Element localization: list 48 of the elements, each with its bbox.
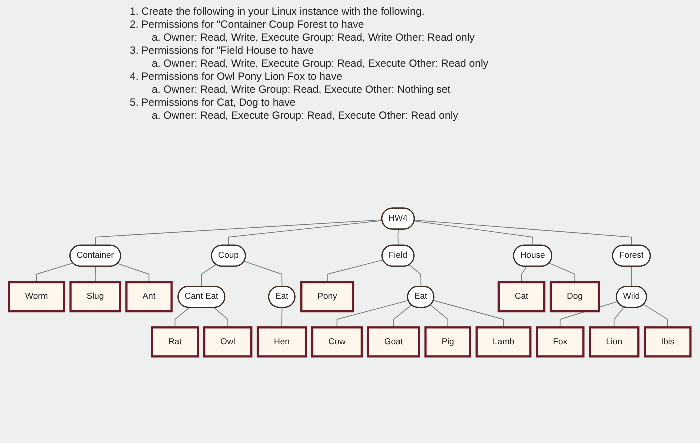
connector: [521, 266, 528, 283]
permission-detail: a. Owner: Read, Execute Group: Read, Execute Other: Read only: [151, 110, 460, 123]
connector: [336, 300, 410, 328]
node-box: Dog: [550, 281, 600, 313]
node-box: Pony: [300, 281, 355, 313]
node-box: Ibis: [644, 326, 692, 358]
instruction-text: 3. Permissions for "Field House to have: [130, 45, 316, 58]
node-box: Cat: [498, 281, 546, 313]
node-box: Worm: [8, 281, 66, 313]
connector: [95, 266, 96, 283]
node-box: Owl: [203, 326, 253, 358]
permission-detail: a. Owner: Read, Write, Execute Group: Read, Execute Other: Read only: [151, 58, 490, 71]
permission-detail: a. Owner: Read, Write, Execute Group: Read, Write Other: Read only: [151, 32, 476, 45]
node-box: Slug: [70, 281, 122, 313]
connector: [433, 300, 504, 328]
connector: [393, 304, 412, 328]
instruction-text: 2. Permissions for "Container Coup Forest to have: [130, 19, 366, 32]
connector: [244, 261, 283, 288]
connector: [631, 266, 632, 288]
connector: [214, 307, 228, 328]
connector: [430, 304, 448, 328]
connector: [643, 304, 668, 328]
node-box: Cow: [311, 326, 364, 358]
permission-detail: a. Owner: Read, Write Group: Read, Execute Other: Nothing set: [151, 84, 452, 97]
node-box: Hen: [256, 326, 308, 358]
connector: [414, 220, 534, 246]
connector: [282, 307, 283, 328]
node-box: Ant: [126, 281, 173, 313]
connector: [95, 220, 383, 246]
instruction-text: 5. Permissions for Cat, Dog to have: [130, 97, 297, 110]
connector: [228, 220, 383, 246]
node-box: Fox: [536, 326, 585, 358]
node-box: Lion: [589, 326, 640, 358]
node-box: Pig: [424, 326, 472, 358]
node-box: Goat: [367, 326, 420, 358]
node-box: Lamb: [476, 326, 532, 358]
node-box: Rat: [151, 326, 200, 358]
connector: [414, 220, 632, 246]
connector: [117, 263, 150, 283]
connector: [398, 229, 399, 246]
connector: [174, 307, 190, 328]
instruction-text: 1. Create the following in your Linux instance with the following.: [130, 6, 426, 19]
instruction-text: 4. Permissions for Owl Pony Lion Fox to have: [130, 71, 344, 84]
connector: [549, 262, 576, 283]
connector: [36, 262, 74, 283]
connector: [327, 260, 384, 283]
connector: [409, 264, 422, 288]
connector: [614, 306, 625, 328]
